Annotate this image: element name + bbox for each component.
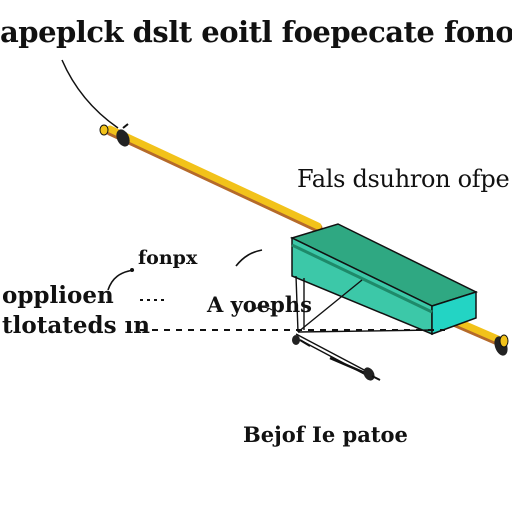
label-right: Fals dsuhron ofpe — [297, 165, 510, 193]
label-left-bottom: tlotateds ın — [2, 312, 150, 339]
label-left-top: opplioen — [2, 282, 114, 309]
pointer-curve-top — [61, 59, 119, 129]
box-side — [431, 290, 477, 336]
pointer-dot-left — [130, 268, 134, 272]
rod-body — [106, 125, 322, 230]
pointer-arc-center — [247, 306, 273, 313]
rod-knob-left — [99, 123, 130, 147]
diagram-title: apeplck dslt eoitl foepecate fonoeathny — [0, 15, 512, 49]
rod-knob-right — [494, 334, 509, 356]
bolt-left — [292, 335, 311, 347]
bolt-bottom — [329, 356, 381, 381]
pointer-arc-mid — [235, 249, 263, 267]
label-bottom: Bejof Ie patoe — [243, 422, 408, 447]
box — [289, 223, 479, 336]
label-center: A yoephs — [207, 292, 312, 317]
support-frame — [295, 275, 435, 377]
label-mid: fonpx — [138, 247, 198, 269]
